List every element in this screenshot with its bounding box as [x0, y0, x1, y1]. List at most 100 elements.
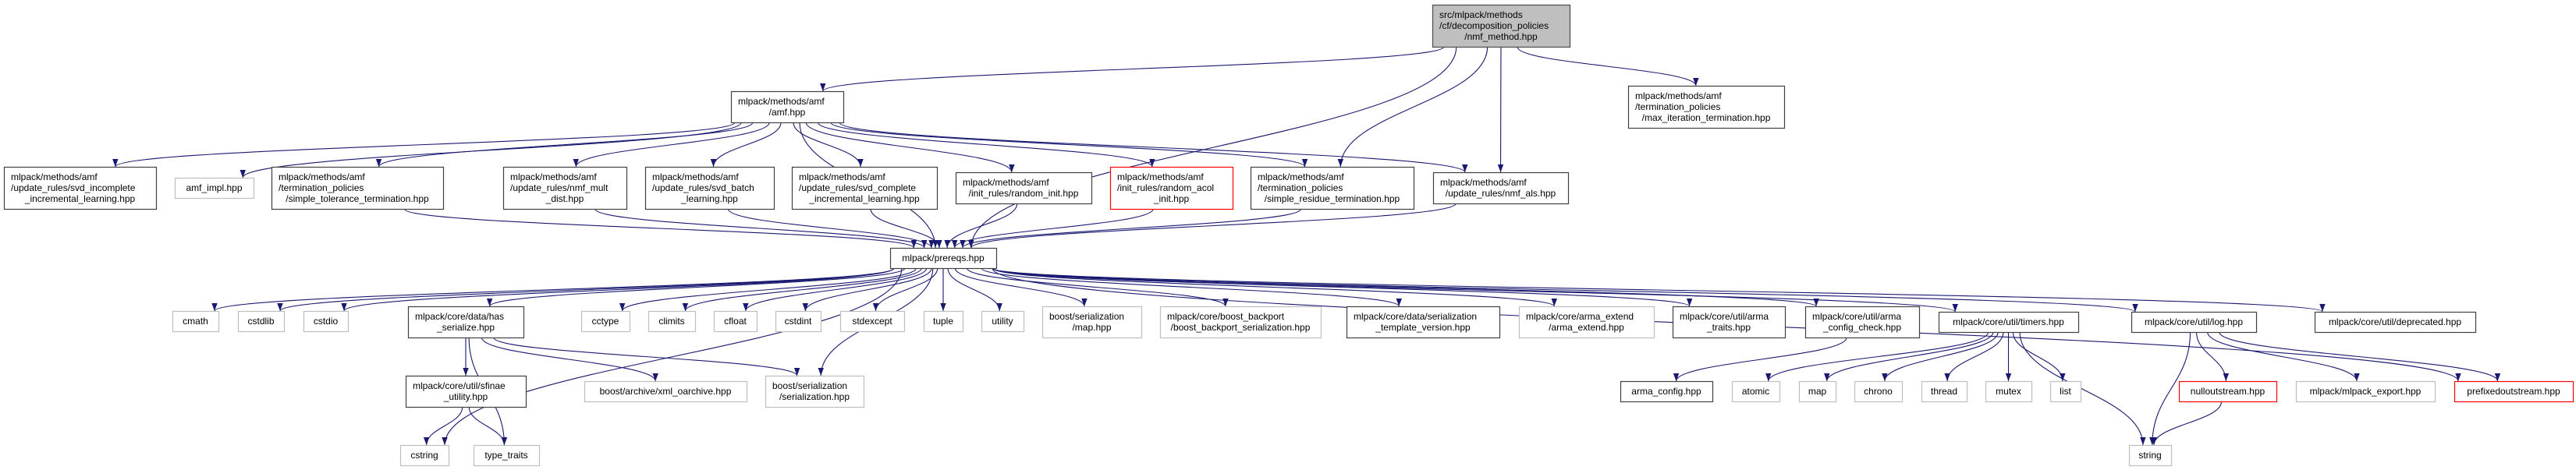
node-box[interactable]: [1672, 306, 1787, 339]
node-box: [172, 310, 220, 333]
node-box[interactable]: [2314, 311, 2477, 334]
node-label-line: _serialize.hpp: [436, 322, 495, 333]
node-box[interactable]: [955, 171, 1093, 205]
node-arma-extend: mlpack/core/arma_extend/arma_extend.hpp: [1518, 306, 1655, 339]
node-log[interactable]: mlpack/core/util/log.hpp: [2131, 311, 2258, 334]
node-label-line: cctype: [592, 316, 619, 327]
node-label-line: _incremental_learning.hpp: [24, 193, 136, 204]
node-label-line: mlpack/core/util/arma: [1680, 311, 1769, 322]
node-box[interactable]: [2178, 380, 2278, 403]
edge-timers-to-list: [2012, 331, 2066, 382]
node-box[interactable]: [2131, 311, 2258, 334]
edge-prereqs-to-cstdio: [341, 267, 895, 312]
edge-prereqs-to-cstdlib: [277, 267, 895, 312]
node-box[interactable]: [405, 375, 527, 408]
node-simple-residue[interactable]: mlpack/methods/amf/termination_policies/…: [1250, 166, 1415, 210]
node-nulloutstream[interactable]: nulloutstream.hpp: [2178, 380, 2278, 403]
node-nmf-als[interactable]: mlpack/methods/amf/update_rules/nmf_als.…: [1432, 171, 1570, 205]
node-box[interactable]: [1627, 85, 1786, 129]
node-atomic: atomic: [1731, 380, 1781, 403]
node-label-line: mlpack/methods/amf: [1440, 177, 1527, 188]
node-box[interactable]: [1620, 380, 1714, 403]
edge-amf-to-svd_complete: [793, 122, 864, 168]
node-prereqs[interactable]: mlpack/prereqs.hpp: [889, 247, 998, 270]
node-random-init[interactable]: mlpack/methods/amf/init_rules/random_ini…: [955, 171, 1093, 205]
node-label-line: mlpack/core/data/serialization: [1354, 311, 1477, 322]
node-label-line: mlpack/core/arma_extend: [1526, 311, 1634, 322]
node-box: [2049, 380, 2082, 403]
node-arma-config[interactable]: arma_config.hpp: [1620, 380, 1714, 403]
node-box[interactable]: [1109, 166, 1234, 210]
node-chrono: chrono: [1854, 380, 1904, 403]
node-amf[interactable]: mlpack/methods/amf/amf.hpp: [730, 90, 845, 124]
node-label-line: /update_rules/nmf_mult: [510, 182, 609, 193]
node-random-acol[interactable]: mlpack/methods/amf/init_rules/random_aco…: [1109, 166, 1234, 210]
node-box[interactable]: [502, 166, 628, 210]
node-label-line: mlpack/core/util/sfinae: [413, 380, 506, 391]
node-label-line: /cf/decomposition_policies: [1439, 20, 1549, 31]
edge-timers-to-atomic: [1765, 331, 1989, 382]
node-arma-traits[interactable]: mlpack/core/util/arma_traits.hpp: [1672, 306, 1787, 339]
edge-amf-to-nmf_mult: [573, 122, 770, 168]
edge-prereqs-to-stdexcept: [872, 267, 939, 312]
edge-timers-to-std_map: [1824, 331, 1994, 382]
edge-prereqs-to-cfloat: [743, 267, 928, 312]
node-label-line: /update_rules/svd_complete: [799, 182, 916, 193]
node-svd-incomplete[interactable]: mlpack/methods/amf/update_rules/svd_inco…: [3, 166, 158, 210]
node-box[interactable]: [1432, 171, 1570, 205]
node-box[interactable]: [644, 166, 775, 210]
node-label-line: mlpack/methods/amf: [652, 171, 739, 182]
node-box[interactable]: [2454, 380, 2574, 403]
node-box[interactable]: [1250, 166, 1415, 210]
node-simple-tolerance[interactable]: mlpack/methods/amf/termination_policies/…: [271, 166, 445, 210]
node-label-line: /update_rules/svd_incomplete: [11, 182, 136, 193]
node-svd-batch[interactable]: mlpack/methods/amf/update_rules/svd_batc…: [644, 166, 775, 210]
node-box: [2295, 380, 2436, 403]
node-arma-config-check[interactable]: mlpack/core/util/arma_config_check.hpp: [1804, 306, 1921, 339]
node-label-line: stdexcept: [852, 316, 892, 327]
node-label-line: mlpack/methods/amf: [963, 177, 1049, 188]
node-label-line: /termination_policies: [279, 182, 364, 193]
node-box[interactable]: [1346, 306, 1501, 339]
node-box: [765, 375, 865, 408]
node-box[interactable]: [1938, 311, 2080, 334]
node-label-line: tuple: [933, 316, 953, 327]
edge-prereqs-to-deprecated: [992, 267, 2325, 313]
node-has-serialize[interactable]: mlpack/core/data/has_serialize.hpp: [407, 306, 525, 339]
node-box[interactable]: [889, 247, 998, 270]
node-max-iteration[interactable]: mlpack/methods/amf/termination_policies/…: [1627, 85, 1786, 129]
edge-prereqs-to-arma_extend: [992, 267, 1557, 307]
node-box[interactable]: [407, 306, 525, 339]
node-std-map: map: [1798, 380, 1837, 403]
node-svd-complete[interactable]: mlpack/methods/amf/update_rules/svd_comp…: [791, 166, 939, 210]
node-timers[interactable]: mlpack/core/util/timers.hpp: [1938, 311, 2080, 334]
node-deprecated[interactable]: mlpack/core/util/deprecated.hpp: [2314, 311, 2477, 334]
node-label-line: _traits.hpp: [1706, 322, 1751, 333]
edge-arma_config_check-to-arma_config: [1673, 337, 1847, 382]
node-box: [1518, 306, 1655, 339]
node-box[interactable]: [730, 90, 845, 124]
node-nmf-mult[interactable]: mlpack/methods/amf/update_rules/nmf_mult…: [502, 166, 628, 210]
node-box[interactable]: [3, 166, 158, 210]
node-box[interactable]: [1804, 306, 1921, 339]
node-sfinae[interactable]: mlpack/core/util/sfinae_utility.hpp: [405, 375, 527, 408]
edge-nmf_method-to-max_iteration: [1517, 46, 1699, 87]
node-label-line: mlpack/core/util/log.hpp: [2145, 316, 2243, 327]
edge-simple_residue-to-prereqs: [960, 208, 1302, 249]
edge-nmf_mult-to-prereqs: [594, 208, 928, 249]
node-label-line: mlpack/methods/amf: [1635, 90, 1722, 101]
node-box[interactable]: [271, 166, 445, 210]
node-prefixedoutstream[interactable]: prefixedoutstream.hpp: [2454, 380, 2574, 403]
node-box: [1798, 380, 1837, 403]
node-label-line: _incremental_learning.hpp: [808, 193, 920, 204]
edge-sfinae-to-cstring: [423, 406, 463, 446]
node-box: [473, 444, 541, 467]
node-label-line: mlpack/methods/amf: [799, 171, 885, 182]
node-cctype: cctype: [580, 310, 631, 333]
node-box[interactable]: [791, 166, 939, 210]
node-label-line: /termination_policies: [1258, 182, 1343, 193]
edge-amf-to-random_acol: [817, 122, 1155, 168]
node-ser-template[interactable]: mlpack/core/data/serialization_template_…: [1346, 306, 1501, 339]
